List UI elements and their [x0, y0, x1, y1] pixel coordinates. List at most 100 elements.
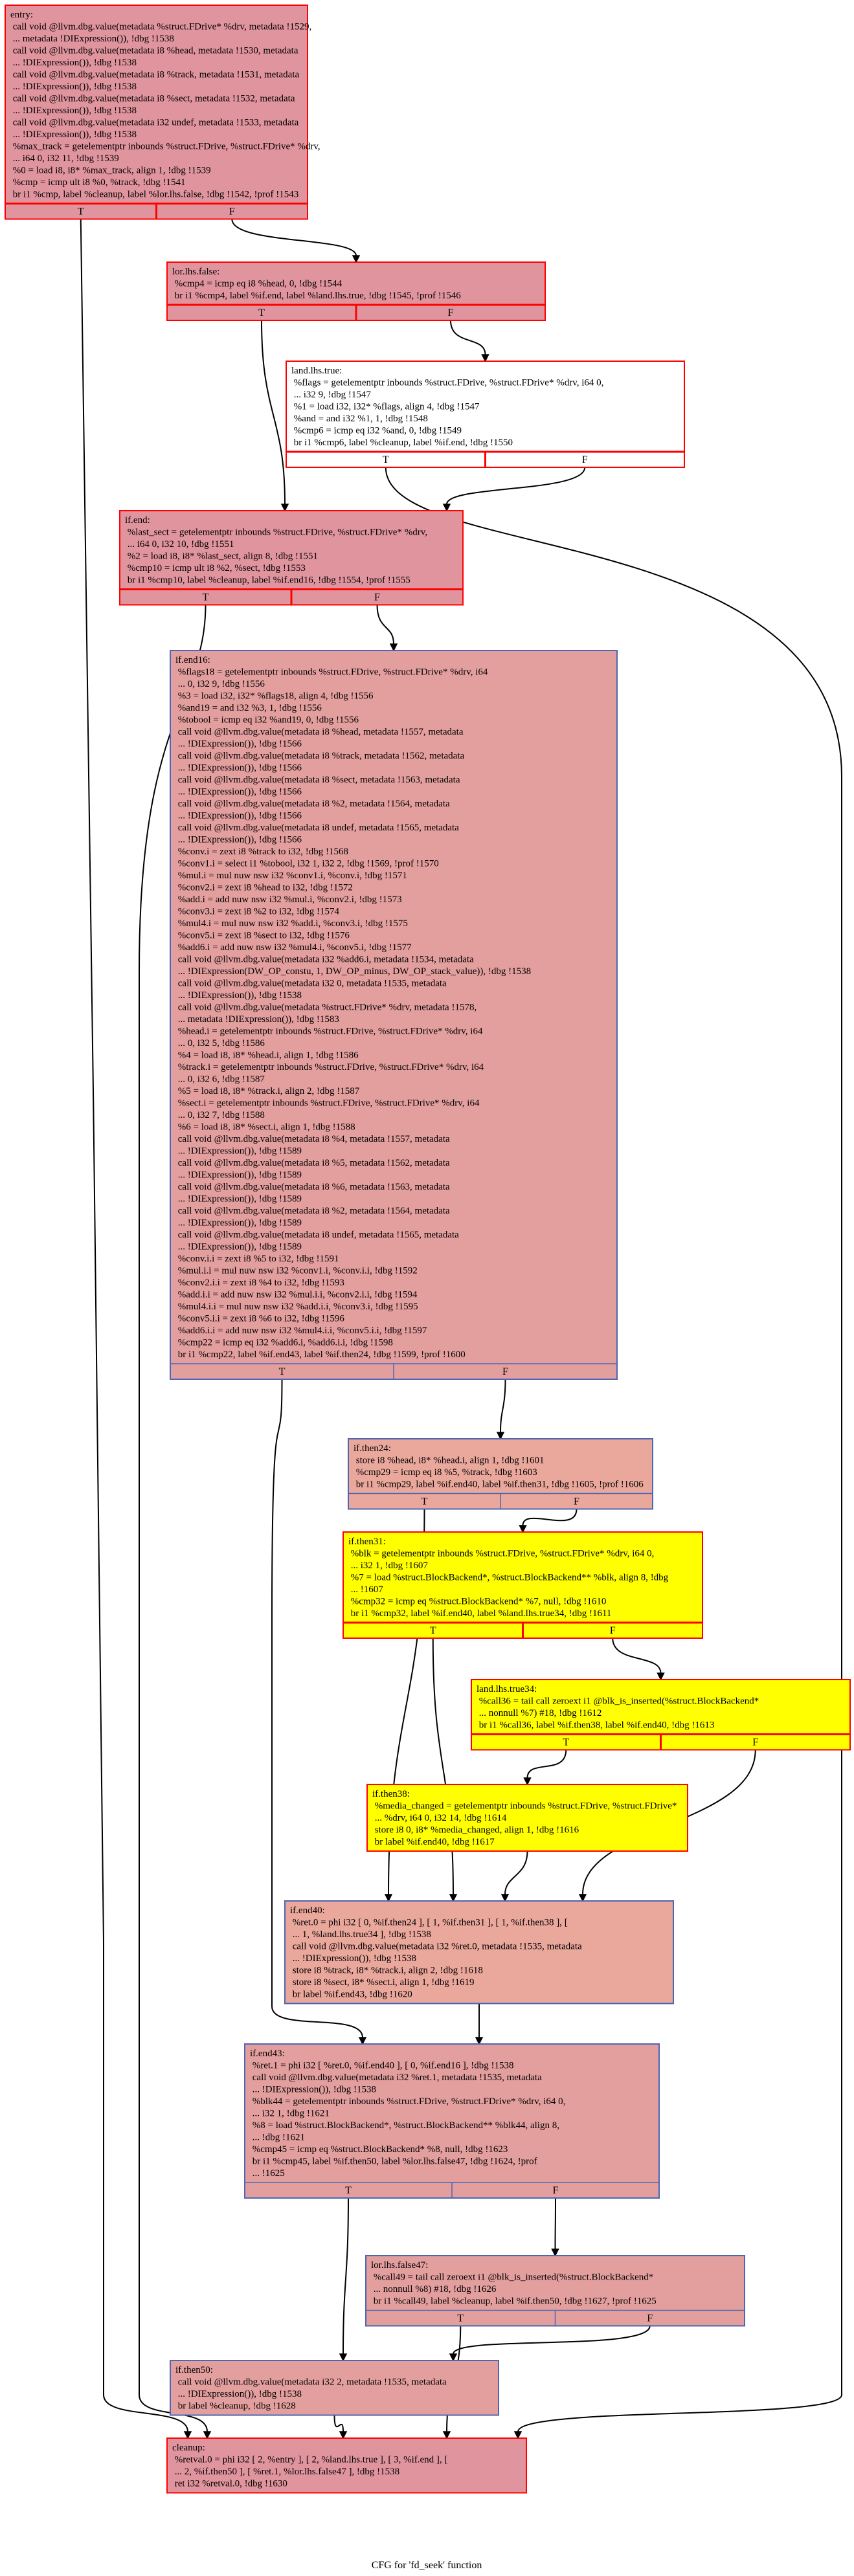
- branch-label-false: F: [448, 307, 454, 318]
- code-line: ... nonnull %8) #18, !dbg !1626: [371, 2284, 497, 2294]
- cfg-node-cleanup: cleanup: %retval.0 = phi i32 [ 2, %entry…: [166, 2437, 527, 2494]
- code-line: %add6.i.i = add nuw nsw i32 %mul4.i.i, %…: [175, 1326, 427, 1336]
- code-line: %5 = load i8, i8* %track.i, align 2, !db…: [175, 1086, 360, 1096]
- code-line: br i1 %cmp32, label %if.end40, label %la…: [348, 1608, 611, 1619]
- edge-arrowhead: [339, 2353, 348, 2362]
- branch-label-true: T: [258, 307, 265, 318]
- code-line: %flags18 = getelementptr inbounds %struc…: [175, 667, 488, 678]
- code-line: ... !dbg !1621: [250, 2133, 305, 2143]
- edge-arrowhead: [500, 1894, 510, 1902]
- code-line: ... i64 0, i32 11, !dbg !1539: [10, 153, 119, 164]
- code-line: ... nonnull %7) #18, !dbg !1612: [477, 1708, 601, 1718]
- code-line: if.end40:: [290, 1905, 325, 1916]
- code-line: %call49 = tail call zeroext i1 @blk_is_i…: [371, 2272, 653, 2283]
- code-line: store i8 %head, i8* %head.i, align 1, !d…: [354, 1456, 545, 1466]
- branch-label-false: F: [229, 206, 235, 217]
- edge-if-then50-to-cleanup: [333, 2415, 344, 2432]
- branch-label-true: T: [279, 1366, 286, 1377]
- code-line: br i1 %cmp29, label %if.end40, label %if…: [354, 1480, 644, 1490]
- node-code: if.end: %last_sect = getelementptr inbou…: [125, 515, 427, 586]
- cfg-node-entry: entry: call void @llvm.dbg.value(metadat…: [5, 5, 320, 220]
- code-line: ... 0, i32 9, !dbg !1556: [175, 679, 265, 689]
- code-line: %cmp32 = icmp eq %struct.BlockBackend* %…: [348, 1597, 606, 1607]
- node-box: [170, 650, 618, 1380]
- code-line: %conv.i.i = zext i8 %5 to i32, !dbg !159…: [175, 1254, 339, 1264]
- code-line: ... i64 0, i32 10, !dbg !1551: [125, 539, 234, 550]
- code-line: %ret.0 = phi i32 [ 0, %if.then24 ], [ 1,…: [290, 1918, 568, 1928]
- code-line: ... !DIExpression()), !dbg !1538: [10, 129, 137, 140]
- cfg-node-land-lhs-true: land.lhs.true: %flags = getelementptr in…: [286, 361, 685, 468]
- code-line: %mul4.i = mul nuw nsw i32 %add.i, %conv3…: [175, 918, 408, 929]
- code-line: call void @llvm.dbg.value(metadata i32 2…: [175, 2377, 447, 2388]
- edge-lor-lhs-false-to-land-lhs-true: [450, 320, 486, 355]
- edge-arrowhead: [352, 255, 361, 263]
- code-line: ... !DIExpression()), !dbg !1589: [175, 1194, 302, 1205]
- code-line: br label %if.end40, !dbg !1617: [372, 1837, 495, 1847]
- code-line: %4 = load i8, i8* %head.i, align 1, !dbg…: [175, 1050, 359, 1061]
- node-code: land.lhs.true: %flags = getelementptr in…: [291, 366, 603, 448]
- code-line: entry:: [10, 10, 33, 20]
- edge-entry-to-lor-lhs-false: [231, 219, 357, 256]
- code-line: land.lhs.true:: [291, 366, 342, 376]
- code-line: cleanup:: [172, 2443, 205, 2453]
- code-line: lor.lhs.false47:: [371, 2260, 428, 2271]
- branch-label-true: T: [421, 1496, 428, 1507]
- code-line: %cmp29 = icmp eq i8 %5, %track, !dbg !16…: [354, 1467, 537, 1478]
- code-line: %blk44 = getelementptr inbounds %struct.…: [250, 2096, 565, 2107]
- cfg-node-if-then50: if.then50: call void @llvm.dbg.value(met…: [170, 2360, 499, 2416]
- code-line: call void @llvm.dbg.value(metadata i8 %s…: [10, 94, 295, 104]
- code-line: %tobool = icmp eq i32 %and19, 0, !dbg !1…: [175, 715, 359, 726]
- node-code: if.then31: %blk = getelementptr inbounds…: [348, 1537, 669, 1619]
- code-line: ... !DIExpression()), !dbg !1566: [175, 763, 302, 773]
- code-line: %8 = load %struct.BlockBackend*, %struct…: [250, 2120, 559, 2131]
- code-line: br label %if.end43, !dbg !1620: [290, 1990, 412, 2000]
- edge-arrowhead: [389, 643, 398, 652]
- branch-label-false: F: [502, 1366, 508, 1377]
- code-line: br i1 %cmp4, label %if.end, label %land.…: [172, 291, 461, 301]
- code-line: br i1 %call49, label %cleanup, label %if…: [371, 2296, 657, 2307]
- code-line: call void @llvm.dbg.value(metadata i32 u…: [10, 118, 299, 128]
- code-line: %add.i.i = add nuw nsw i32 %mul.i.i, %co…: [175, 1290, 418, 1300]
- code-line: ... !DIExpression()), !dbg !1538: [175, 990, 302, 1001]
- code-line: br i1 %cmp45, label %if.then50, label %l…: [250, 2157, 537, 2167]
- code-line: br label %cleanup, !dbg !1628: [175, 2401, 296, 2412]
- code-line: %conv3.i = zext i8 %2 to i32, !dbg !1574: [175, 907, 340, 917]
- node-box: [166, 2437, 527, 2494]
- code-line: ... !DIExpression()), !dbg !1566: [175, 787, 302, 797]
- cfg-node-if-then38: if.then38: %media_changed = getelementpt…: [366, 1784, 688, 1852]
- code-line: call void @llvm.dbg.value(metadata i8 un…: [175, 823, 459, 833]
- edge-arrowhead: [203, 2431, 212, 2439]
- cfg-node-land-lhs-true34: land.lhs.true34: %call36 = tail call zer…: [471, 1679, 851, 1751]
- code-line: %6 = load i8, i8* %sect.i, align 1, !dbg…: [175, 1122, 355, 1133]
- code-line: %conv1.i = select i1 %tobool, i32 1, i32…: [175, 859, 439, 869]
- code-line: %cmp4 = icmp eq i8 %head, 0, !dbg !1544: [172, 279, 343, 289]
- edge-arrowhead: [578, 1894, 587, 1902]
- code-line: %0 = load i8, i8* %max_track, align 1, !…: [10, 166, 211, 176]
- code-line: br i1 %call36, label %if.then38, label %…: [477, 1720, 714, 1731]
- code-line: ... !DIExpression()), !dbg !1538: [10, 105, 137, 116]
- edge-arrowhead: [384, 1894, 393, 1902]
- branch-label-false: F: [374, 592, 380, 603]
- code-line: call void @llvm.dbg.value(metadata i8 %t…: [175, 751, 464, 761]
- code-line: ... !DIExpression()), !dbg !1566: [175, 811, 302, 821]
- edge-arrowhead: [481, 354, 489, 362]
- node-box: [170, 2360, 499, 2416]
- code-line: call void @llvm.dbg.value(metadata i8 %5…: [175, 1158, 450, 1168]
- code-line: if.end16:: [175, 655, 210, 665]
- edge-if-then24-to-if-then31: [522, 1509, 578, 1526]
- edge-if-end43-to-if-then50: [343, 2197, 349, 2355]
- branch-label-true: T: [203, 592, 209, 603]
- code-line: ... !DIExpression()), !dbg !1538: [290, 1953, 416, 1964]
- code-line: if.end:: [125, 515, 150, 526]
- node-box: [284, 1900, 674, 2004]
- code-line: ... metadata !DIExpression()), !dbg !158…: [175, 1014, 339, 1025]
- branch-label-false: F: [752, 1737, 758, 1748]
- code-line: ... !DIExpression()), !dbg !1589: [175, 1218, 302, 1228]
- edge-if-then31-to-land-lhs-true34: [612, 1638, 662, 1674]
- code-line: ... !DIExpression()), !dbg !1589: [175, 1170, 302, 1181]
- code-line: br i1 %cmp6, label %cleanup, label %if.e…: [291, 438, 513, 448]
- edge-if-then38-to-if-end40: [504, 1850, 528, 1895]
- node-box: [244, 2043, 660, 2199]
- code-line: %max_track = getelementptr inbounds %str…: [10, 142, 320, 152]
